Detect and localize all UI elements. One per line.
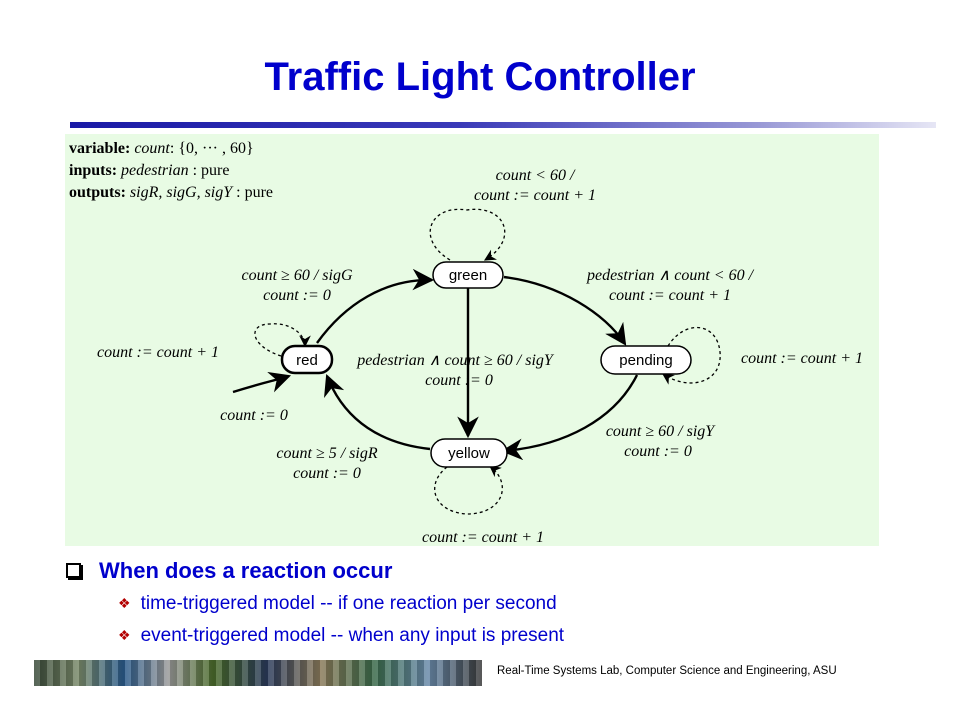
edge-green-pending <box>503 275 627 346</box>
state-pending-label: pending <box>619 352 672 369</box>
loop-red-dashed <box>254 323 311 357</box>
state-yellow <box>430 438 508 468</box>
label-green-yellow-2: count := 0 <box>425 372 493 389</box>
footer-banner-image <box>34 660 482 686</box>
declarations: variable: count: {0, ··· , 60} inputs: p… <box>69 138 273 204</box>
loop-red <box>252 319 290 354</box>
state-green <box>432 261 504 289</box>
checkbox-bullet-icon <box>66 562 81 578</box>
label-pending-yellow-2: count := 0 <box>624 443 692 460</box>
label-yellow-red-2: count := 0 <box>293 465 361 482</box>
state-yellow-label: yellow <box>448 445 490 462</box>
edge-pending-yellow <box>500 374 639 461</box>
label-pending-self: count := count + 1 <box>741 350 863 367</box>
diamond-bullet-icon: ❖ <box>118 627 131 643</box>
label-red-self: count := count + 1 <box>97 344 219 361</box>
label-green-self-1: count < 60 / <box>496 167 576 184</box>
question-heading: When does a reaction occur <box>66 558 392 584</box>
state-green-label: green <box>449 267 487 284</box>
diamond-bullet-icon: ❖ <box>118 595 131 611</box>
footer-text: Real-Time Systems Lab, Computer Science … <box>497 665 837 677</box>
label-red-green-2: count := 0 <box>263 287 331 304</box>
diagram-svg: green red pending yellow count < 60 / co… <box>97 167 863 546</box>
label-green-self-2: count := count + 1 <box>474 187 596 204</box>
edge-yellow-red <box>324 373 431 451</box>
loop-green <box>429 208 506 261</box>
state-red <box>280 344 334 375</box>
bullet-item: ❖time-triggered model -- if one reaction… <box>118 593 557 614</box>
decl-variable: variable: count: {0, ··· , 60} <box>69 140 254 157</box>
edge-red-green <box>316 268 435 344</box>
state-machine-diagram: green red pending yellow count < 60 / co… <box>65 134 879 546</box>
loop-yellow <box>434 465 503 515</box>
title-underline <box>70 122 936 128</box>
label-pending-yellow-1: count ≥ 60 / sigY <box>606 423 716 440</box>
decl-inputs: inputs: pedestrian : pure <box>69 162 230 179</box>
label-yellow-self: count := count + 1 <box>422 529 544 546</box>
state-pending <box>600 345 692 375</box>
state-red-label: red <box>296 352 318 369</box>
loop-pending <box>662 326 721 385</box>
label-yellow-red-1: count ≥ 5 / sigR <box>276 445 377 462</box>
label-green-pending-2: count := count + 1 <box>609 287 731 304</box>
decl-outputs: outputs: sigR, sigG, sigY : pure <box>69 184 274 201</box>
label-green-pending-1: pedestrian ∧ count < 60 / <box>586 267 755 284</box>
label-red-green-1: count ≥ 60 / sigG <box>242 267 353 284</box>
bullet-item: ❖event-triggered model -- when any input… <box>118 625 565 646</box>
label-initial: count := 0 <box>220 407 288 424</box>
label-green-yellow-1: pedestrian ∧ count ≥ 60 / sigY <box>356 352 555 369</box>
edge-initial <box>232 371 292 394</box>
slide-title: Traffic Light Controller <box>264 55 696 99</box>
